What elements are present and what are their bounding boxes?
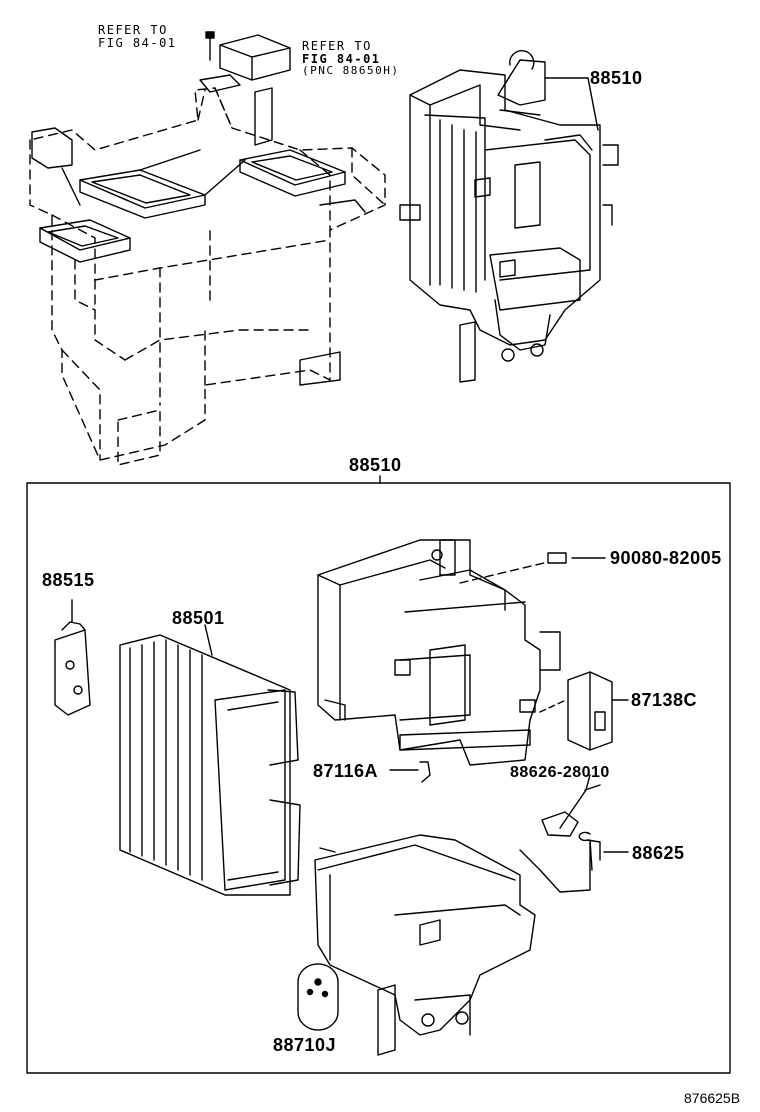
part-label-88510-top[interactable]: 88510 <box>590 68 643 88</box>
expansion-valve-drawing <box>54 599 91 716</box>
clip-drawing <box>567 671 613 751</box>
part-label-88710j[interactable]: 88710J <box>273 1035 337 1055</box>
part-label-87138c[interactable]: 87138C <box>631 690 698 710</box>
grommet-drawing <box>297 963 339 1031</box>
ref-fig-84-01-right: REFER TO FIG 84-01 (PNC 88650H) <box>302 40 399 77</box>
ref-right-line3: (PNC 88650H) <box>302 64 400 78</box>
ref-left-line2[interactable]: FIG 84-01 <box>98 35 177 50</box>
ref-right-line2[interactable]: FIG 84-01 <box>302 51 381 66</box>
part-label-88515[interactable]: 88515 <box>42 570 95 590</box>
ref-left-line1: REFER TO <box>98 23 168 37</box>
part-label-90080-82005[interactable]: 90080-82005 <box>610 548 722 568</box>
leader-evaporator <box>204 624 213 656</box>
assembly-frame <box>26 482 731 1074</box>
evaporator-unit-assembled-drawing <box>399 50 619 383</box>
clip-dashed-leader <box>539 699 567 713</box>
diagram-code: 876625B <box>684 1090 741 1106</box>
part-label-88626-28010[interactable]: 88626-28010 <box>510 764 610 781</box>
seal-part <box>419 761 431 783</box>
part-label-88501[interactable]: 88501 <box>172 608 225 628</box>
lower-case-drawing <box>314 834 536 1056</box>
screw-part <box>547 552 567 564</box>
leader-88510-top <box>544 77 599 131</box>
leader-thermistor <box>585 774 591 791</box>
thermistor-drawing <box>519 784 601 893</box>
heater-housing-drawing <box>29 31 386 466</box>
ref-fig-84-01-left: REFER TO FIG 84-01 <box>98 24 177 49</box>
evaporator-core-drawing <box>119 634 301 896</box>
screw-dashed-leader <box>459 561 549 584</box>
part-label-88625[interactable]: 88625 <box>632 843 685 863</box>
upper-case-drawing <box>317 539 561 766</box>
part-label-88510-group[interactable]: 88510 <box>349 455 402 475</box>
ref-right-line1: REFER TO <box>302 39 372 53</box>
part-label-87116a[interactable]: 87116A <box>313 761 379 781</box>
